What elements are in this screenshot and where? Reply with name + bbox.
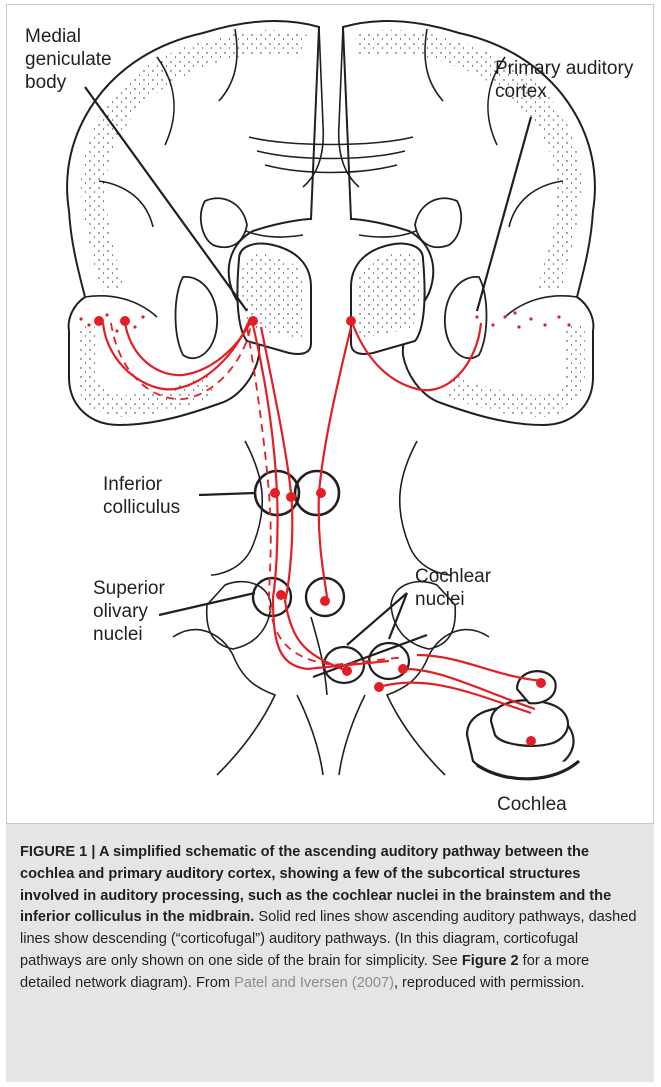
figure-label: FIGURE 1 | xyxy=(20,844,99,860)
label-cochlea: Cochlea xyxy=(497,793,567,816)
label-primary-auditory-cortex: Primary auditory cortex xyxy=(495,57,633,103)
brain-diagram xyxy=(7,5,655,825)
label-cochlear-nuclei: Cochlear nuclei xyxy=(415,565,491,611)
figure-container: Medial geniculate body Primary auditory … xyxy=(6,4,654,1082)
cochlea xyxy=(467,671,579,779)
caption-body-3: , reproduced with permission. xyxy=(394,975,585,991)
figure-caption: FIGURE 1 | A simplified schematic of the… xyxy=(20,842,642,995)
diagram-panel: Medial geniculate body Primary auditory … xyxy=(6,4,654,824)
label-superior-olivary-nuclei: Superior olivary nuclei xyxy=(93,577,165,646)
inferior-colliculus xyxy=(255,471,339,515)
superior-olivary-nuclei xyxy=(253,578,344,616)
leader-inferior-colliculus xyxy=(199,493,255,495)
citation-link[interactable]: Patel and Iversen (2007) xyxy=(234,975,394,991)
label-medial-geniculate-body: Medial geniculate body xyxy=(25,25,112,94)
thalamus-stipple xyxy=(242,253,419,339)
label-inferior-colliculus: Inferior colliculus xyxy=(103,473,180,519)
cochlear-nuclei xyxy=(313,635,427,683)
figure-2-reference[interactable]: Figure 2 xyxy=(462,953,519,969)
